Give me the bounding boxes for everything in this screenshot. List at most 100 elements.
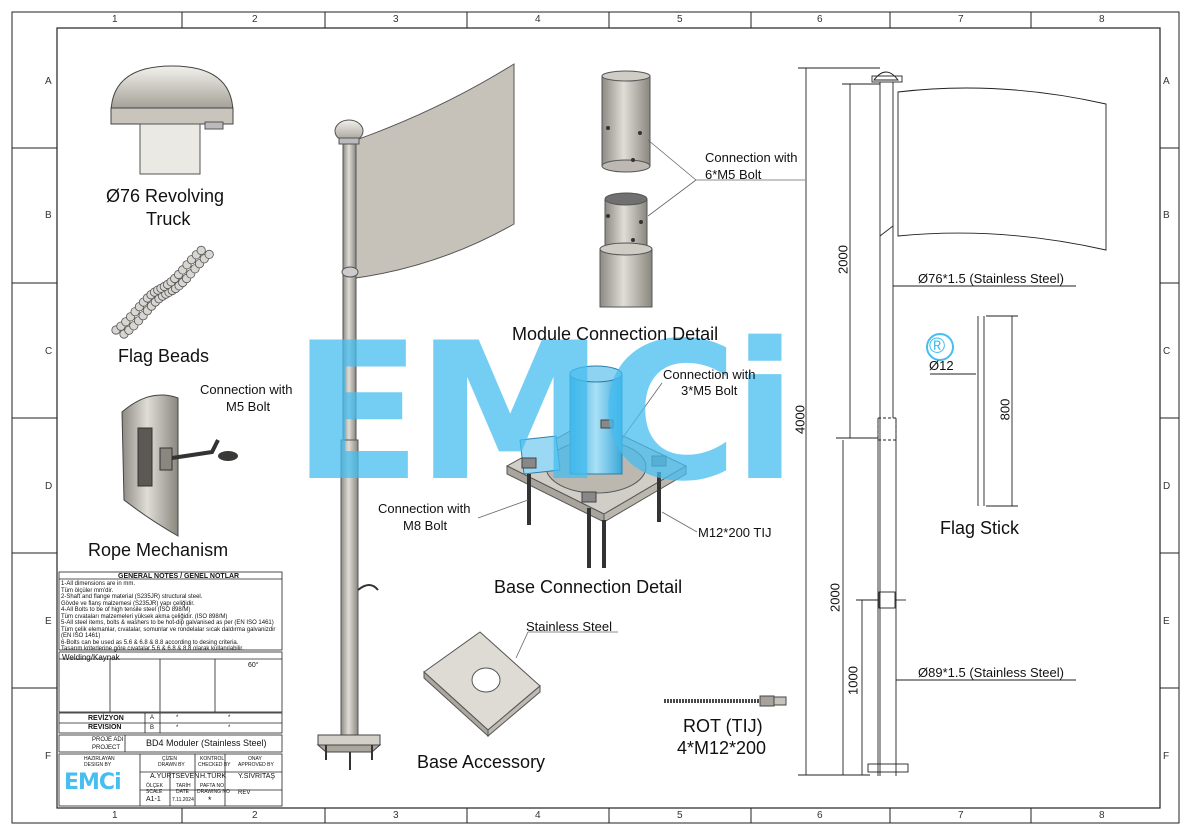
note-line: 5-All steel items, bolts & washers to be… bbox=[61, 620, 274, 626]
threaded-rod-drawing bbox=[664, 695, 787, 707]
bottom-height-dim: 1000 bbox=[845, 666, 861, 695]
module-label: Module Connection Detail bbox=[512, 324, 719, 344]
project-label-tr: PROJE ADI bbox=[92, 737, 124, 743]
zone-row-b-right: B bbox=[1163, 210, 1170, 221]
revision-b-value: * bbox=[176, 725, 179, 731]
zone-col-5-bottom: 5 bbox=[677, 810, 683, 821]
lower-pipe-spec: Ø89*1.5 (Stainless Steel) bbox=[918, 665, 1064, 680]
welding-title: Welding/Kaynak bbox=[62, 653, 120, 662]
zone-col-8-bottom: 8 bbox=[1099, 810, 1105, 821]
base-callout-b-line1: Connection with bbox=[378, 501, 471, 516]
approved-by: Y.SİVRİTAŞ bbox=[238, 773, 276, 780]
upper-height-dim: 2000 bbox=[835, 245, 851, 274]
checked-label-tr: KONTROL bbox=[200, 756, 225, 762]
zone-row-f-left: F bbox=[45, 751, 52, 762]
revision-b: B bbox=[150, 725, 155, 731]
drawing-label-tr: PAFTA NO bbox=[200, 783, 224, 789]
rope-callout-line1: Connection with bbox=[200, 382, 293, 397]
base-callout-b-line2: M8 Bolt bbox=[403, 518, 448, 533]
base-detail-label: Base Connection Detail bbox=[494, 577, 683, 597]
zone-col-4-bottom: 4 bbox=[535, 810, 541, 821]
base-callout-a-line1: Connection with bbox=[663, 367, 756, 382]
note-line: Tüm ölçüler mm'dir. bbox=[61, 587, 114, 594]
scale-value: A1-1 bbox=[146, 796, 161, 803]
zone-col-3-bottom: 3 bbox=[393, 810, 399, 821]
zone-row-e-right: E bbox=[1163, 616, 1170, 627]
upper-pipe-spec: Ø76*1.5 (Stainless Steel) bbox=[918, 271, 1064, 286]
sheet-border bbox=[11, 11, 1180, 824]
note-line: 4-All Bolts to be of high tensile steel … bbox=[61, 607, 191, 613]
company-logo: EMCi bbox=[64, 770, 122, 795]
zone-row-b-left: B bbox=[45, 210, 52, 221]
drawn-by: A.YURTSEVEN bbox=[150, 773, 200, 780]
zone-row-e-left: E bbox=[45, 616, 52, 627]
general-notes-title: GENERAL NOTES / GENEL NOTLAR bbox=[118, 573, 240, 580]
drawing-label-en: DRAWING NO bbox=[197, 789, 230, 795]
revision-a-desc: * bbox=[228, 715, 231, 721]
zone-col-3-top: 3 bbox=[393, 14, 399, 25]
revision-label-en: REVISION bbox=[88, 724, 122, 731]
beads-label: Flag Beads bbox=[118, 346, 210, 366]
zone-row-d-left: D bbox=[45, 481, 53, 492]
project-label-en: PROJECT bbox=[92, 745, 121, 751]
flag-bead bbox=[196, 245, 206, 255]
revolving-truck-drawing bbox=[110, 65, 234, 175]
zone-row-a-left: A bbox=[45, 76, 52, 87]
revision-b-desc: * bbox=[228, 725, 231, 731]
note-line: 2-Shaft and flange material (S235JR) str… bbox=[61, 594, 203, 600]
zone-col-7-bottom: 7 bbox=[958, 810, 964, 821]
watermark-logo: EMCi bbox=[292, 302, 797, 523]
flag-stick-length: 800 bbox=[997, 398, 1013, 421]
zone-col-6-bottom: 6 bbox=[817, 810, 823, 821]
elevation-drawing bbox=[798, 67, 1107, 776]
accessory-callout: Stainless Steel bbox=[526, 619, 612, 634]
rope-mechanism-drawing bbox=[121, 394, 238, 537]
date-label-en: DATE bbox=[176, 789, 189, 795]
flag-stick-label: Flag Stick bbox=[940, 518, 1020, 538]
checked-label-en: CHECKED BY bbox=[198, 762, 231, 768]
welding-angle: 60° bbox=[248, 662, 259, 669]
base-callout-a-line2: 3*M5 Bolt bbox=[681, 383, 738, 398]
title-block-frames bbox=[58, 571, 283, 807]
zone-col-2-bottom: 2 bbox=[252, 810, 258, 821]
note-line: Gövde ve flanş malzemesi (S235JR) yapı ç… bbox=[61, 600, 195, 607]
lower-height-dim: 2000 bbox=[827, 583, 843, 612]
zone-col-1-top: 1 bbox=[112, 14, 118, 25]
registered-mark: ® bbox=[929, 333, 946, 358]
zone-col-5-top: 5 bbox=[677, 14, 683, 25]
zone-col-7-top: 7 bbox=[958, 14, 964, 25]
date-label-tr: TARİH bbox=[176, 783, 191, 789]
designed-label-en: DESIGN BY bbox=[84, 762, 112, 768]
zone-row-c-right: C bbox=[1163, 346, 1171, 357]
zone-col-6-top: 6 bbox=[817, 14, 823, 25]
zone-col-8-top: 8 bbox=[1099, 14, 1105, 25]
zone-row-d-right: D bbox=[1163, 481, 1171, 492]
note-line: Tasarım kriterlerine göre cıvatalar 5.6 … bbox=[61, 646, 244, 652]
note-line: Tüm cıvataları malzemeleri yüksek akma ç… bbox=[61, 613, 228, 620]
flag-beads-drawing bbox=[111, 245, 214, 339]
flag-bead bbox=[204, 249, 214, 259]
revision-a: A bbox=[150, 715, 155, 721]
base-callout-c: M12*200 TIJ bbox=[698, 525, 772, 540]
revision-label-tr: REVİZYON bbox=[88, 715, 124, 722]
note-line: Tüm çelik elemanlar, cıvatalar, somunlar… bbox=[61, 626, 276, 640]
rev-label: REV bbox=[238, 790, 251, 796]
drawing-number: * bbox=[208, 795, 212, 805]
drawn-label-en: DRAWN BY bbox=[158, 762, 185, 768]
truck-label-line2: Truck bbox=[146, 209, 191, 229]
checked-by: H.TÜRK bbox=[200, 773, 227, 780]
zone-row-f-right: F bbox=[1163, 751, 1170, 762]
base-accessory-drawing bbox=[423, 631, 618, 738]
rot-label-line1: ROT (TIJ) bbox=[683, 716, 763, 736]
zone-col-1-bottom: 1 bbox=[112, 810, 118, 821]
total-height-dim: 4000 bbox=[792, 405, 808, 434]
project-name: BD4 Moduler (Stainless Steel) bbox=[146, 738, 267, 748]
note-line: 6-Bolts can be used as 5.6 & 6.8 & 8.8 a… bbox=[61, 639, 239, 646]
zone-col-2-top: 2 bbox=[252, 14, 258, 25]
scale-label-tr: ÖLÇEK bbox=[146, 783, 163, 789]
rope-callout-line2: M5 Bolt bbox=[226, 399, 271, 414]
flag-stick-diameter: Ø12 bbox=[929, 358, 954, 373]
scale-label-en: SCALE bbox=[146, 789, 163, 795]
rope-label: Rope Mechanism bbox=[88, 540, 229, 560]
designed-label-tr: HAZIRLAYAN bbox=[84, 756, 115, 762]
